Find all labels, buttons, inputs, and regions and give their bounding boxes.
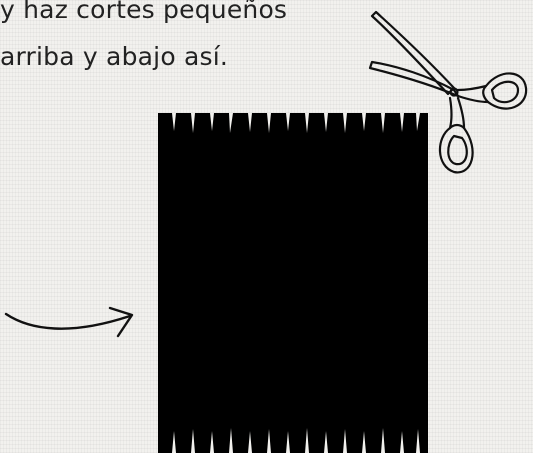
instruction-line-1: y haz cortes pequeños <box>0 0 288 24</box>
scissors-icon <box>368 10 528 174</box>
instruction-text: y haz cortes pequeños arriba y abajo así… <box>0 0 380 80</box>
instruction-line-2: arriba y abajo así. <box>0 42 228 71</box>
curved-arrow-icon <box>4 306 134 338</box>
fringed-fabric-illustration <box>158 113 428 453</box>
